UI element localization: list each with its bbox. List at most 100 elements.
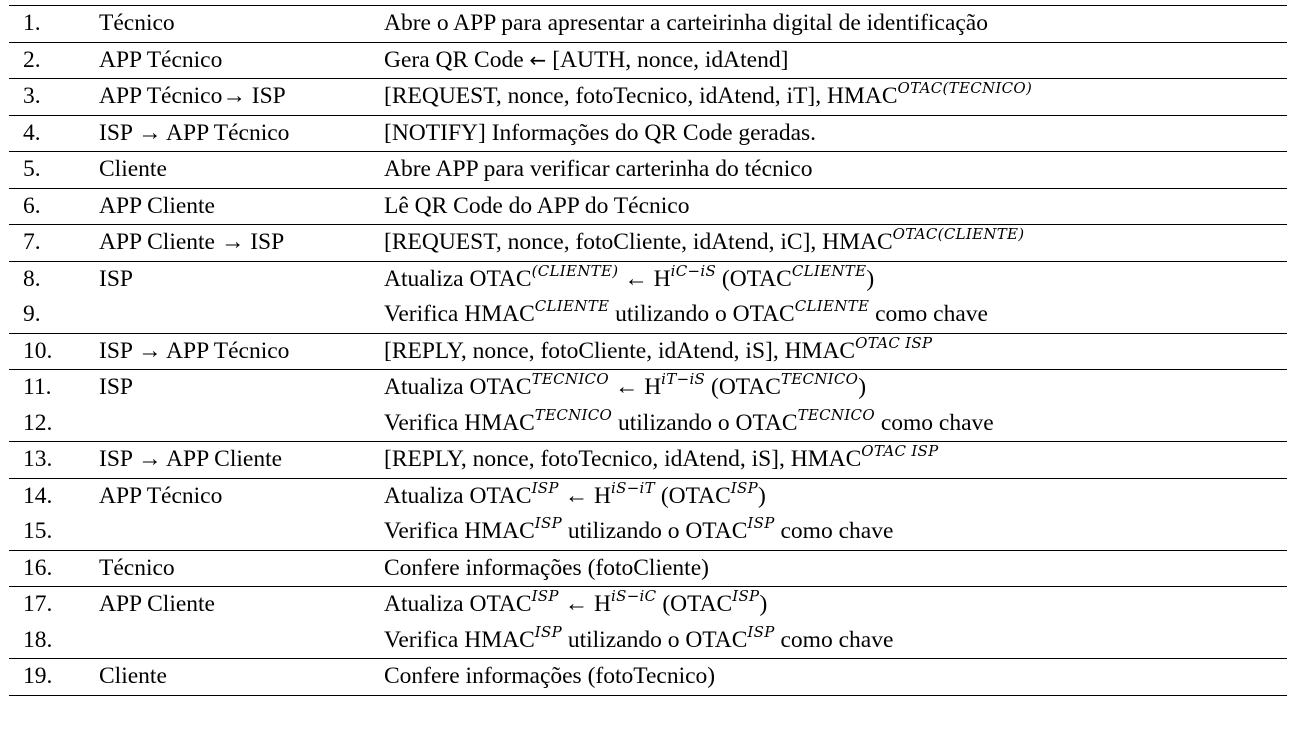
step-message: Verifica HMACISP utilizando o OTACISP co… (384, 623, 1287, 659)
message-text: utilizando o OTAC (561, 626, 748, 653)
step-number: 9. (23, 301, 41, 327)
message-text: Atualiza OTAC (384, 482, 532, 509)
step-number: 7. (9, 224, 99, 261)
superscript: CLIENTE (794, 296, 870, 315)
step-message: Atualiza OTACTECNICO ← HiT−iS (OTACTECNI… (384, 369, 1287, 406)
superscript: iS−iT (611, 478, 655, 497)
superscript: OTAC ISP (855, 333, 933, 352)
step-actor: Cliente (99, 658, 384, 696)
message-text: (OTAC (656, 591, 733, 617)
table-row: 5. Cliente Abre APP para verificar carte… (9, 151, 1287, 188)
step-number: 8. (9, 260, 99, 297)
table-row: 15. Verifica HMACISP utilizando o OTACIS… (9, 514, 1287, 550)
step-message: [NOTIFY] Informações do QR Code geradas. (384, 114, 1287, 152)
superscript: OTAC ISP (861, 441, 939, 460)
superscript: iS−iC (611, 586, 657, 605)
message-text: ← H (618, 265, 671, 292)
superscript: iT−iS (661, 369, 706, 388)
step-actor: APP Técnico (99, 41, 384, 79)
message-text: como chave (774, 518, 894, 544)
message-text: ) (866, 265, 875, 292)
step-actor (99, 623, 384, 659)
message-text: Atualiza OTAC (384, 265, 532, 292)
step-actor: ISP → APP Cliente (99, 441, 384, 478)
message-text: [REPLY, nonce, fotoTecnico, idAtend, iS]… (384, 446, 862, 472)
message-text: Confere informações (fotoTecnico) (384, 663, 716, 689)
step-number: 13. (9, 441, 99, 478)
table-row: 11. ISP Atualiza OTACTECNICO ← HiT−iS (O… (9, 369, 1287, 406)
step-number: 11. (9, 369, 99, 406)
superscript: ISP (534, 513, 562, 532)
step-message: Abre APP para verificar carterinha do té… (384, 151, 1287, 188)
table-row: 10. ISP → APP Técnico [REPLY, nonce, fot… (9, 332, 1287, 370)
step-actor: ISP (99, 369, 384, 406)
step-number: 14. (9, 477, 99, 514)
superscript: ISP (730, 478, 758, 497)
superscript: iC−iS (670, 261, 717, 280)
step-number: 3. (9, 78, 99, 115)
step-number: 5. (9, 151, 99, 188)
superscript: CLIENTE (791, 261, 867, 280)
superscript: TECNICO (531, 369, 609, 388)
message-text: ← H (558, 482, 612, 509)
superscript: ISP (531, 586, 559, 605)
superscript: (CLIENTE) (531, 261, 619, 280)
step-actor: APP Cliente (99, 586, 384, 623)
step-number: 18. (23, 626, 53, 653)
message-text: Abre o APP para apresentar a carteirinha… (384, 10, 988, 36)
superscript: TECNICO (797, 405, 875, 424)
table-row: 2. APP Técnico Gera QR Code ← [AUTH, non… (9, 41, 1287, 79)
step-message: Gera QR Code ← [AUTH, nonce, idAtend] (384, 41, 1287, 79)
step-message: Confere informações (fotoTecnico) (384, 658, 1287, 696)
step-number: 1. (9, 5, 99, 42)
superscript: TECNICO (780, 369, 859, 388)
step-message: Atualiza OTAC(CLIENTE) ← HiC−iS (OTACCLI… (384, 260, 1287, 297)
table-row: 17. APP Cliente Atualiza OTACISP ← HiS−i… (9, 586, 1287, 623)
superscript: ISP (531, 478, 559, 497)
step-actor: Cliente (99, 151, 384, 188)
table-row: 19. Cliente Confere informações (fotoTec… (9, 658, 1287, 696)
message-text: utilizando o OTAC (609, 301, 795, 327)
left-arrow-symbol: ← (529, 47, 547, 72)
table-row: 9. Verifica HMACCLIENTE utilizando o OTA… (9, 297, 1287, 333)
step-number: 4. (9, 114, 99, 152)
message-text: como chave (774, 626, 894, 653)
message-text: [REQUEST, nonce, fotoCliente, idAtend, i… (384, 229, 893, 255)
step-message: Atualiza OTACISP ← HiS−iC (OTACISP) (384, 586, 1287, 623)
message-text: (OTAC (654, 482, 731, 509)
step-number: 19. (9, 658, 99, 696)
step-message: Confere informações (fotoCliente) (384, 549, 1287, 587)
message-text: ← H (608, 374, 662, 400)
table-row: 14. APP Técnico Atualiza OTACISP ← HiS−i… (9, 477, 1287, 514)
message-text: [REQUEST, nonce, fotoTecnico, idAtend, i… (384, 83, 898, 109)
message-text: Atualiza OTAC (384, 374, 532, 400)
step-actor: APP Técnico→ ISP (99, 78, 384, 115)
step-message: Lê QR Code do APP do Técnico (384, 187, 1287, 225)
step-message: Atualiza OTACISP ← HiS−iT (OTACISP) (384, 477, 1287, 514)
step-actor: Técnico (99, 549, 384, 587)
message-text: Verifica HMAC (384, 409, 535, 436)
step-number: 6. (9, 187, 99, 225)
step-actor: Técnico (99, 5, 384, 42)
message-text: Confere informações (fotoCliente) (384, 554, 709, 581)
superscript: TECNICO (534, 405, 613, 424)
table-row: 3. APP Técnico→ ISP [REQUEST, nonce, fot… (9, 78, 1287, 115)
message-text: Gera QR Code (384, 46, 530, 73)
step-number: 15. (23, 518, 53, 544)
step-actor (99, 297, 384, 333)
step-message: Abre o APP para apresentar a carteirinha… (384, 5, 1287, 42)
step-number: 2. (9, 41, 99, 79)
message-text: ) (759, 591, 768, 617)
table-row: 8. ISP Atualiza OTAC(CLIENTE) ← HiC−iS (… (9, 260, 1287, 297)
step-message: [REPLY, nonce, fotoTecnico, idAtend, iS]… (384, 441, 1287, 478)
protocol-steps-table: 1. Técnico Abre o APP para apresentar a … (9, 5, 1287, 696)
step-message: [REQUEST, nonce, fotoTecnico, idAtend, i… (384, 78, 1287, 115)
message-text: como chave (869, 301, 988, 327)
message-text: [REPLY, nonce, fotoCliente, idAtend, iS]… (384, 337, 856, 364)
message-text: [NOTIFY] Informações do QR Code geradas. (384, 119, 817, 146)
step-actor: ISP → APP Técnico (99, 332, 384, 370)
table-row: 1. Técnico Abre o APP para apresentar a … (9, 5, 1287, 42)
superscript: ISP (534, 622, 562, 641)
table-row: 6. APP Cliente Lê QR Code do APP do Técn… (9, 187, 1287, 225)
step-message: Verifica HMACCLIENTE utilizando o OTACCL… (384, 297, 1287, 333)
